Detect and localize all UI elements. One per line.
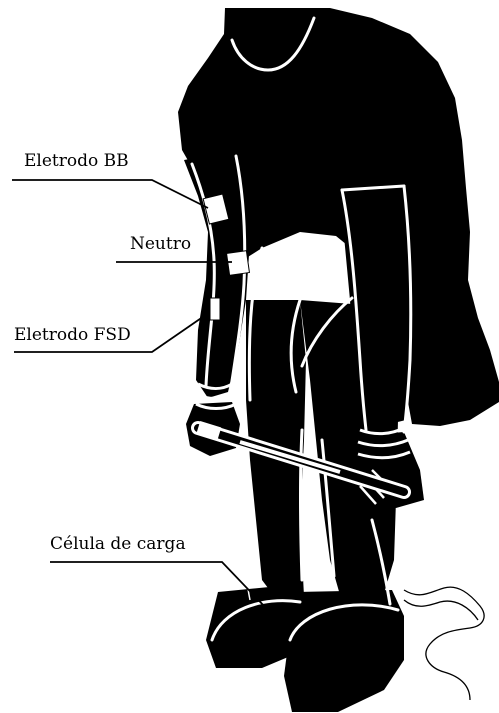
neutro-pad — [227, 251, 250, 276]
leader-line-eletrodo-bb — [12, 180, 208, 208]
electrode-fsd-pad — [210, 298, 220, 320]
label-neutro: Neutro — [130, 236, 191, 253]
label-eletrodo-fsd: Eletrodo FSD — [14, 327, 131, 344]
label-celula-de-carga: Célula de carga — [50, 536, 186, 553]
label-eletrodo-bb: Eletrodo BB — [24, 153, 129, 170]
